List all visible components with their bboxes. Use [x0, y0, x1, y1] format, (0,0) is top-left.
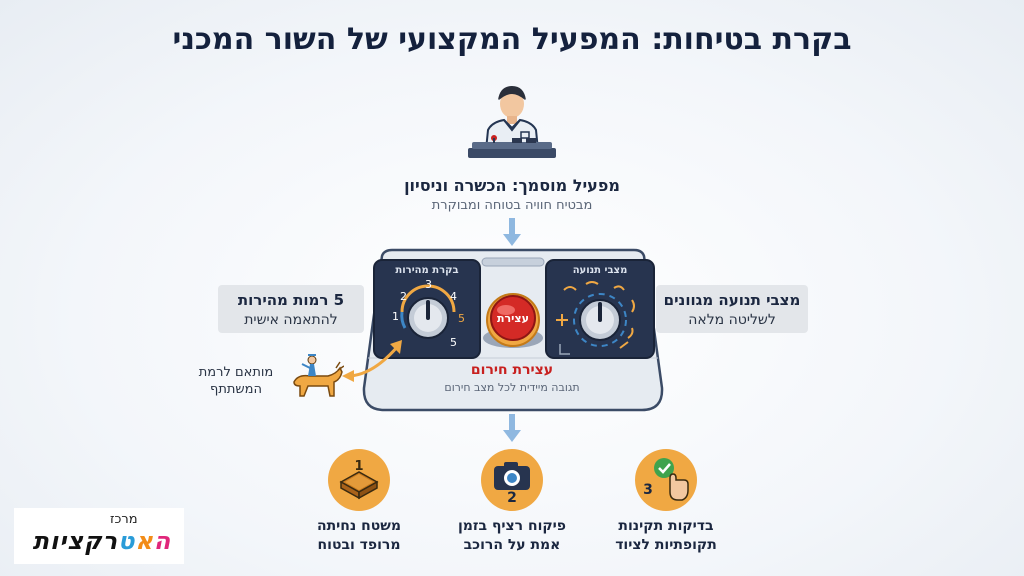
feature-item: בדיקות תקינות תקופתיות לציוד [591, 517, 741, 555]
feature-number: 1 [354, 459, 364, 474]
speed-number: 2 [400, 290, 407, 303]
speed-levels-panel: 5 רמות מהירות להתאמה אישית [218, 285, 364, 333]
feature-number: 2 [507, 490, 517, 506]
speed-number: 5 [458, 312, 465, 325]
logo-letter: רקציות [32, 527, 119, 555]
rider-note-line1: מותאם לרמת [198, 365, 274, 380]
logo [14, 508, 184, 564]
padded-mat-icon [328, 449, 390, 511]
operator-title: מפעיל מוסמך: הכשרה וניסיון [404, 176, 620, 195]
speed-knob-icon [400, 284, 456, 339]
operator-subtitle: מבטיח חוויה בטוחה ומבוקרת [431, 198, 593, 213]
bull-rider-icon [293, 354, 344, 397]
feature-line2: אמת על הרוכב [463, 537, 561, 553]
operator-illustration [468, 86, 556, 158]
speed-number: 4 [450, 290, 457, 303]
motion-modes-panel: מצבי תנועה מגוונים לשליטה מלאה [656, 285, 808, 333]
rider-note: מותאם לרמת המשתתף [182, 364, 290, 398]
motion-modes-line2: לשליטה מלאה [688, 312, 776, 328]
arrow-down-icon [503, 414, 521, 442]
logo-letter: ה [153, 527, 172, 555]
logo-letter: ט [118, 527, 136, 555]
estop-icon [483, 293, 543, 348]
motion-modes-label: מצבי תנועה [572, 265, 628, 276]
feature-item: פיקוח רציף בזמן אמת על הרוכב [437, 517, 587, 555]
speed-levels-line1: 5 רמות מהירות [237, 291, 345, 309]
feature-line1: בדיקות תקינות [618, 518, 714, 534]
logo-letter: א [135, 527, 154, 555]
motion-knob-icon [556, 281, 635, 355]
estop-title: עצירת חירום [470, 362, 554, 378]
arrow-down-icon [503, 218, 521, 246]
speed-number: 3 [425, 278, 432, 291]
speed-levels-line2: להתאמה אישית [244, 312, 338, 328]
logo-small-text: מרכז [110, 512, 138, 527]
camera-icon [481, 449, 543, 511]
rider-note-line2: המשתתף [210, 382, 262, 397]
feature-line1: משטח נחיתה [316, 518, 401, 534]
speed-number: 5 [450, 336, 457, 349]
check-tap-icon [635, 449, 697, 511]
feature-number: 3 [643, 482, 653, 498]
estop-button[interactable]: עצירת [497, 312, 529, 325]
speed-number: 1 [392, 310, 399, 323]
speed-control-label: בקרת מהירות [395, 265, 459, 276]
feature-line1: פיקוח רציף בזמן [457, 518, 567, 534]
motion-modes-line1: מצבי תנועה מגוונים [663, 291, 801, 309]
double-arrow-icon [342, 340, 402, 382]
feature-line2: תקופתיות לציוד [615, 537, 717, 553]
logo-big-text: האטרקציות [22, 527, 182, 555]
console-desk-icon [468, 135, 556, 158]
estop-subtitle: תגובה מיידית לכל מצב חירום [444, 381, 580, 394]
page-title: בקרת בטיחות: המפעיל המקצועי של השור המכנ… [172, 22, 852, 57]
feature-item: משטח נחיתה מרופד ובטוח [284, 517, 434, 555]
feature-line2: מרופד ובטוח [317, 537, 401, 553]
control-panel [362, 248, 664, 412]
